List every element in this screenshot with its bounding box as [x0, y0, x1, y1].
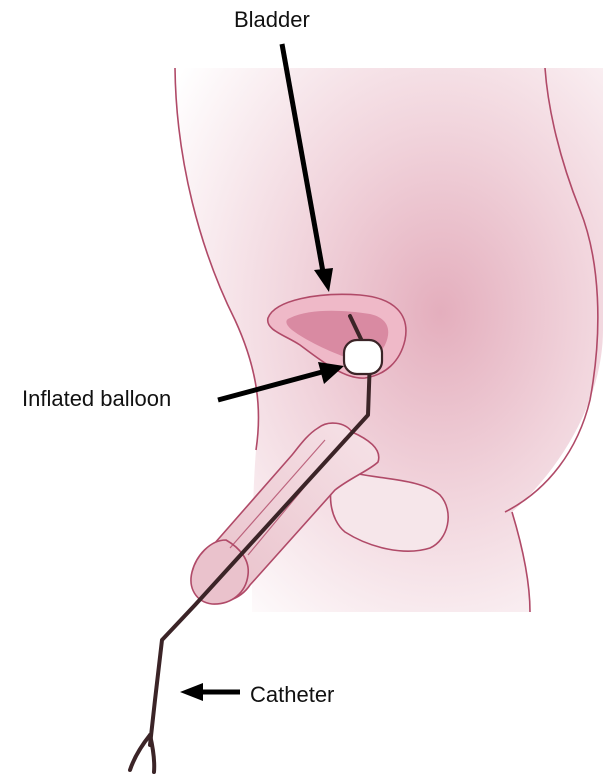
- catheter-ports: [130, 735, 154, 772]
- catheter-label: Catheter: [250, 684, 334, 706]
- glans: [191, 540, 248, 604]
- inflated-balloon-label: Inflated balloon: [22, 388, 171, 410]
- inflated-balloon: [344, 340, 382, 374]
- catheter-arrow: [180, 683, 240, 701]
- bladder-label: Bladder: [234, 9, 310, 31]
